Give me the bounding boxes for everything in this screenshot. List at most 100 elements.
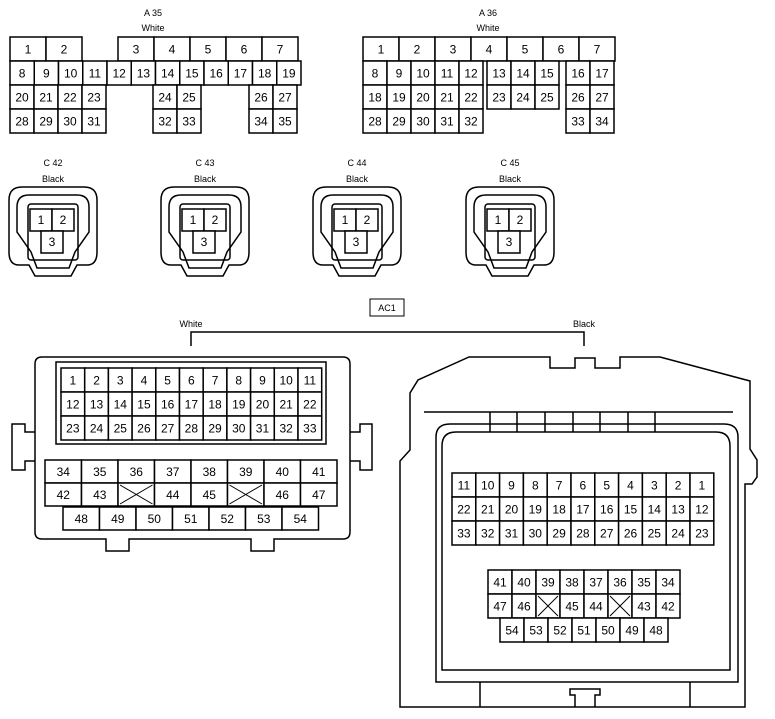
a35-pin-number: 25 bbox=[182, 91, 196, 105]
c42-name: C 42 bbox=[43, 158, 62, 168]
ac1-left-pin-number: 46 bbox=[276, 488, 290, 502]
ac1-left-pin-number: 18 bbox=[208, 398, 222, 412]
connector-c44: C 44 Black 1 2 3 bbox=[312, 158, 402, 277]
ac1-left-pin-number: 31 bbox=[256, 422, 270, 436]
ac1-left-pin-number: 43 bbox=[93, 488, 107, 502]
ac1-right-pin-number: 32 bbox=[481, 527, 495, 541]
a36-pin-number: 25 bbox=[540, 91, 554, 105]
a35-pin-number: 26 bbox=[254, 91, 268, 105]
a35-pin-number: 19 bbox=[282, 67, 296, 81]
ac1-right-pin-number: 38 bbox=[565, 576, 579, 590]
a36-pin-cell bbox=[386, 84, 412, 110]
a35-pin-number: 14 bbox=[161, 67, 175, 81]
a36-color: White bbox=[476, 23, 499, 33]
ac1-right-blank-pin-cross bbox=[537, 595, 559, 617]
ac1-left-pin-number: 45 bbox=[203, 488, 217, 502]
ac1-left-pin-cell bbox=[297, 415, 323, 441]
ac1-left-pin-number: 53 bbox=[257, 512, 271, 526]
c44-housing-outer bbox=[312, 186, 402, 277]
c44-pin-cell bbox=[344, 230, 368, 254]
a35-pin-number: 1 bbox=[25, 43, 32, 57]
a36-pin-number: 31 bbox=[440, 115, 454, 129]
ac1-left-pin-number: 2 bbox=[93, 374, 100, 388]
a36-pin-number: 13 bbox=[492, 67, 506, 81]
c44-housing-inner bbox=[320, 194, 394, 269]
ac1-right-pin-number: 52 bbox=[553, 624, 567, 638]
ac1-left-pin-number: 12 bbox=[66, 398, 80, 412]
a35-pin-number: 28 bbox=[15, 115, 29, 129]
ac1-left-pin-number: 10 bbox=[279, 374, 293, 388]
c45-pin: 3 bbox=[506, 235, 513, 249]
a35-pin-cell bbox=[272, 108, 298, 134]
ac1-left-pin-number: 22 bbox=[303, 398, 317, 412]
ac1-left-pin-number: 7 bbox=[212, 374, 219, 388]
ac1-right-pin-number: 1 bbox=[699, 479, 706, 493]
ac1-right-pin-number: 5 bbox=[603, 479, 610, 493]
a35-pin-number: 8 bbox=[19, 67, 26, 81]
c45-housing-outer bbox=[465, 186, 555, 277]
ac1-left-pin-number: 38 bbox=[203, 465, 217, 479]
a36-pin-cell bbox=[486, 60, 512, 86]
a36-pin-number: 18 bbox=[368, 91, 382, 105]
ac1-right-pin-number: 30 bbox=[529, 527, 543, 541]
a35-pin-number: 11 bbox=[89, 67, 102, 81]
ac1-right-pin-number: 35 bbox=[637, 576, 651, 590]
ac1-right-pin-number: 3 bbox=[651, 479, 658, 493]
ac1-left-pin-number: 28 bbox=[185, 422, 199, 436]
c45-housing-inner bbox=[473, 194, 547, 269]
c44-pin: 2 bbox=[364, 213, 371, 227]
ac1-right-pin-cell bbox=[655, 569, 681, 595]
a36-pin-cell bbox=[434, 60, 460, 86]
ac1-left-pin-number: 3 bbox=[117, 374, 124, 388]
a35-pin-cell bbox=[81, 108, 107, 134]
a36-pin-number: 33 bbox=[571, 115, 585, 129]
c42-pin: 2 bbox=[60, 213, 67, 227]
a35-pin-cell bbox=[106, 60, 132, 86]
ac1-left-pin-number: 42 bbox=[57, 488, 71, 502]
c44-pin: 1 bbox=[342, 213, 349, 227]
ac1-right-ribs bbox=[424, 411, 733, 432]
ac1-right-pin-cell bbox=[559, 569, 585, 595]
a36-pin-number: 17 bbox=[595, 67, 609, 81]
a35-pin-cell bbox=[272, 84, 298, 110]
connector-c45: C 45 Black 1 2 3 bbox=[465, 158, 555, 277]
ac1-left-pin-number: 35 bbox=[93, 465, 107, 479]
ac1-right-pin-number: 29 bbox=[552, 527, 566, 541]
c43-housing-inner bbox=[168, 194, 242, 269]
a35-pin-number: 4 bbox=[169, 43, 176, 57]
a35-pin-number: 10 bbox=[64, 67, 78, 81]
ac1-right-pin-number: 40 bbox=[517, 576, 531, 590]
c45-color: Black bbox=[499, 174, 522, 184]
a35-pin-number: 16 bbox=[209, 67, 223, 81]
ac1-left-pin-number: 52 bbox=[221, 512, 235, 526]
ac1-name-box bbox=[369, 298, 405, 317]
ac1-right-pin-number: 6 bbox=[580, 479, 587, 493]
a35-pin-cell bbox=[9, 60, 35, 86]
ac1-left-pin-number: 40 bbox=[276, 465, 290, 479]
ac1-right-color: Black bbox=[573, 319, 596, 329]
a36-pin-number: 9 bbox=[396, 67, 403, 81]
c42-pin: 1 bbox=[38, 213, 45, 227]
ac1-left-pin-number: 4 bbox=[141, 374, 148, 388]
ac1-right-pin-number: 8 bbox=[532, 479, 539, 493]
ac1-right-outer-outline bbox=[399, 356, 758, 708]
ac1-left-blank-pin-cross bbox=[119, 484, 153, 505]
ac1-left-pin-number: 48 bbox=[75, 512, 89, 526]
a36-pin-number: 19 bbox=[392, 91, 406, 105]
a35-pin-number: 24 bbox=[158, 91, 172, 105]
a36-pin-cell bbox=[534, 60, 560, 86]
ac1-right-pin-number: 37 bbox=[589, 576, 603, 590]
ac1-left-latch-left bbox=[11, 423, 35, 471]
ac1-left-pin-number: 17 bbox=[185, 398, 199, 412]
a36-pin-number: 3 bbox=[450, 43, 457, 57]
ac1-right-pin-cell bbox=[499, 617, 525, 643]
ac1-right-pin-cell bbox=[631, 593, 657, 619]
ac1-right-pin-number: 20 bbox=[505, 503, 519, 517]
a36-pin-number: 8 bbox=[372, 67, 379, 81]
a35-pin-cell bbox=[227, 60, 254, 86]
ac1-left-pin-number: 15 bbox=[137, 398, 151, 412]
a35-pin-number: 29 bbox=[39, 115, 53, 129]
